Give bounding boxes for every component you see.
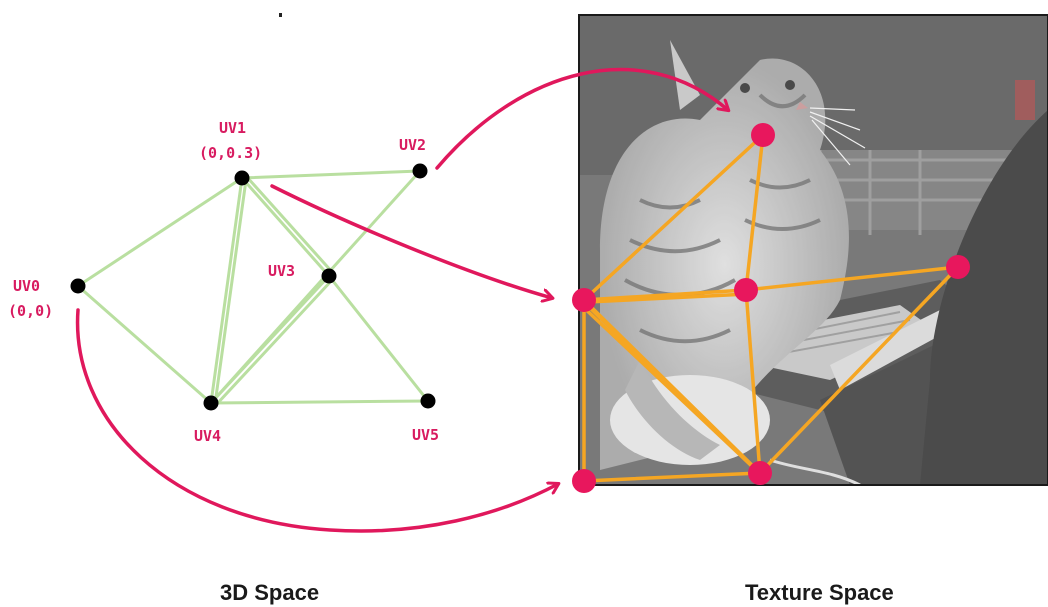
arrow-uv0-to-texture — [78, 310, 558, 531]
uv1-coord: (0,0.3) — [199, 144, 262, 162]
texture-vertex-uv2 — [946, 255, 970, 279]
caption-3d-space: 3D Space — [220, 580, 319, 605]
texture-vertex-uv3 — [734, 278, 758, 302]
uv2-label: UV2 — [399, 136, 426, 154]
uv5-label: UV5 — [412, 426, 439, 444]
texture-vertex-uv5 — [748, 461, 772, 485]
mesh-edges — [78, 171, 428, 406]
stray-mark — [279, 13, 282, 17]
texture-panel — [579, 15, 1048, 485]
vertex-uv2 — [413, 164, 428, 179]
vertex-uv1 — [235, 171, 250, 186]
texture-vertex-uv1 — [751, 123, 775, 147]
uv0-coord: (0,0) — [8, 302, 53, 320]
vertex-uv0 — [71, 279, 86, 294]
arrow-uv1-to-texture — [272, 186, 552, 298]
vertex-uv3 — [322, 269, 337, 284]
texture-vertex-uv0 — [572, 469, 596, 493]
uv4-label: UV4 — [194, 427, 221, 445]
uv0-label: UV0 — [13, 277, 40, 295]
mesh-vertices — [71, 164, 436, 411]
vertex-uv5 — [421, 394, 436, 409]
texture-vertex-uv0-top — [572, 288, 596, 312]
uv3-label: UV3 — [268, 262, 295, 280]
vertex-uv4 — [204, 396, 219, 411]
uv1-label: UV1 — [219, 119, 246, 137]
caption-texture-space: Texture Space — [745, 580, 894, 605]
